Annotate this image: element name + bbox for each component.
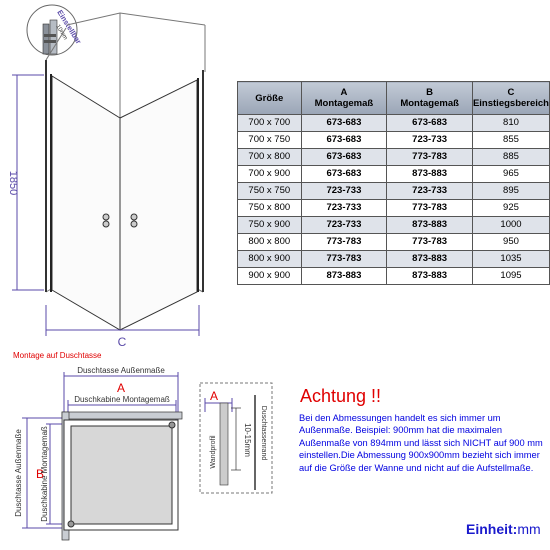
- table-cell: 773-783: [386, 148, 473, 166]
- height-label: 1850: [7, 171, 19, 195]
- table-cell: 723-733: [300, 216, 388, 234]
- adjustment-detail-circle: Einstellbar 10mm: [26, 4, 83, 56]
- table-cell: 873-883: [386, 216, 473, 234]
- unit-label: Einheit:mm: [466, 521, 541, 537]
- table-cell: 723-733: [300, 182, 388, 200]
- table-cell: 800 x 900: [237, 250, 302, 268]
- table-cell: 873-883: [386, 267, 473, 285]
- gap-label: 10-15mm: [243, 423, 252, 457]
- plan-view: [22, 372, 183, 541]
- unit-value: mm: [517, 521, 541, 537]
- header-size: Größe: [237, 81, 302, 115]
- tray-outer-width: Duschtasse Außenmaße: [77, 366, 165, 375]
- detail-label-a: A: [210, 389, 218, 403]
- table-cell: 773-783: [300, 233, 388, 251]
- table-cell: 723-733: [386, 182, 473, 200]
- table-cell: 895: [471, 182, 550, 200]
- table-cell: 700 x 900: [237, 165, 302, 183]
- table-cell: 673-683: [300, 165, 388, 183]
- table-cell: 750 x 800: [237, 199, 302, 217]
- table-cell: 1000: [471, 216, 550, 234]
- table-cell: 773-783: [300, 250, 388, 268]
- cabin-drawing: [45, 12, 206, 331]
- table-cell: 723-733: [300, 199, 388, 217]
- table-cell: 700 x 800: [237, 148, 302, 166]
- table-cell: 810: [471, 114, 550, 132]
- table-cell: 673-683: [300, 131, 388, 149]
- cabin-height: Duschkabine Montagemaß: [40, 426, 49, 522]
- table-cell: 925: [471, 199, 550, 217]
- table-cell: 873-883: [386, 165, 473, 183]
- table-cell: 885: [471, 148, 550, 166]
- table-cell: 723-733: [386, 131, 473, 149]
- table-cell: 773-783: [386, 199, 473, 217]
- warning-text: Bei den Abmessungen handelt es sich imme…: [299, 413, 543, 473]
- height-dimension: [12, 74, 44, 291]
- plan-label-b: B: [36, 467, 44, 481]
- table-cell: 873-883: [386, 250, 473, 268]
- profile-detail: [199, 382, 273, 494]
- plan-label-a: A: [117, 381, 125, 395]
- tray-outer-height: Duschtasse Außenmaße: [14, 429, 23, 517]
- width-dimension: [45, 305, 200, 336]
- table-cell: 873-883: [300, 267, 388, 285]
- table-cell: 855: [471, 131, 550, 149]
- width-label: C: [118, 335, 127, 349]
- table-cell: 1095: [471, 267, 550, 285]
- table-cell: 673-683: [300, 148, 388, 166]
- mount-label: Montage auf Duschtasse: [13, 351, 102, 360]
- cabin-width: Duschkabine Montagemaß: [74, 395, 170, 404]
- table-cell: 950: [471, 233, 550, 251]
- table-cell: 965: [471, 165, 550, 183]
- table-cell: 800 x 800: [237, 233, 302, 251]
- tray-edge-label: Duschtassenrand: [260, 406, 267, 461]
- table-cell: 750 x 750: [237, 182, 302, 200]
- wall-profile-label: Wandprofil: [210, 435, 217, 469]
- table-cell: 700 x 700: [237, 114, 302, 132]
- table-cell: 750 x 900: [237, 216, 302, 234]
- table-cell: 773-783: [386, 233, 473, 251]
- table-cell: 1035: [471, 250, 550, 268]
- table-cell: 673-683: [386, 114, 473, 132]
- warning-title: Achtung !!: [300, 386, 382, 406]
- table-cell: 700 x 750: [237, 131, 302, 149]
- table-cell: 673-683: [300, 114, 388, 132]
- table-cell: 900 x 900: [237, 267, 302, 285]
